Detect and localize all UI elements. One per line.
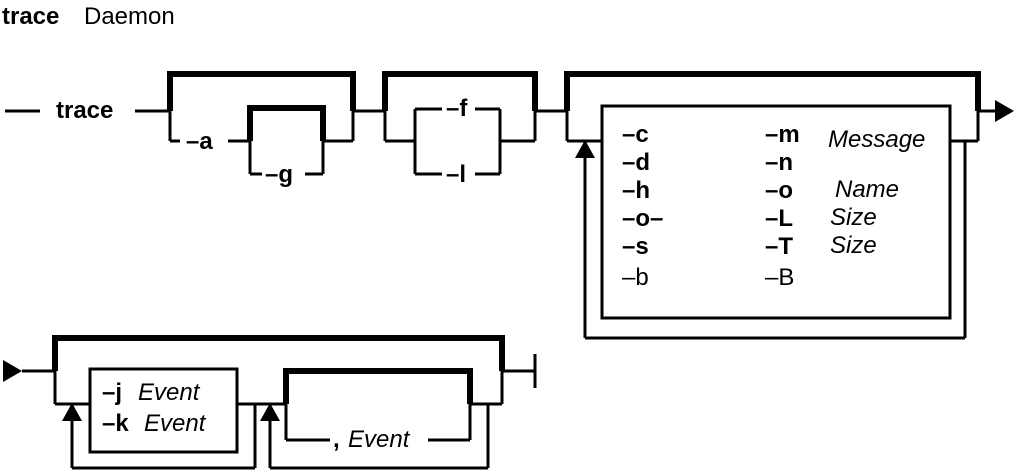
arg-name: Name	[835, 176, 899, 203]
flag-j: –j	[102, 379, 122, 406]
option-T: –T	[765, 233, 793, 260]
arg-j-event: Event	[138, 379, 201, 406]
flag-f: –f	[446, 95, 468, 122]
options-box	[600, 104, 952, 320]
events-bracket	[52, 335, 537, 470]
flag-k: –k	[102, 410, 129, 437]
option-o: –o	[765, 177, 793, 204]
continuation-arrow-right-icon	[3, 360, 22, 382]
option-L: –L	[765, 205, 793, 232]
title-kind: Daemon	[84, 3, 175, 30]
option-d: –d	[622, 149, 650, 176]
comma: ,	[333, 426, 340, 453]
continue-arrow-right-icon	[995, 100, 1014, 122]
events-box	[88, 367, 239, 454]
option-o-dash: –o–	[622, 205, 663, 232]
events-repeat-arrow-up-icon	[62, 403, 82, 421]
comma-event-repeat-arrow-up-icon	[260, 403, 280, 421]
arg-size-L: Size	[830, 204, 877, 231]
flag-g: –g	[265, 161, 293, 188]
option-b: –b	[622, 264, 649, 291]
flag-l: –l	[446, 161, 466, 188]
options-bracket	[564, 71, 995, 340]
option-B: –B	[765, 264, 794, 291]
title-command: trace	[2, 3, 59, 30]
option-m: –m	[765, 121, 800, 148]
option-c: –c	[622, 121, 649, 148]
arg-size-T: Size	[830, 232, 877, 259]
flag-a: –a	[186, 128, 213, 155]
arg-message: Message	[828, 126, 925, 153]
option-h: –h	[622, 177, 650, 204]
arg-more-event: Event	[348, 426, 411, 453]
arg-k-event: Event	[144, 410, 207, 437]
option-n: –n	[765, 149, 793, 176]
option-s: –s	[622, 233, 649, 260]
repeat-arrow-up-icon	[575, 140, 595, 158]
group-a-bracket	[167, 71, 385, 176]
command-trace: trace	[56, 97, 113, 124]
group-f-bracket	[382, 71, 567, 176]
